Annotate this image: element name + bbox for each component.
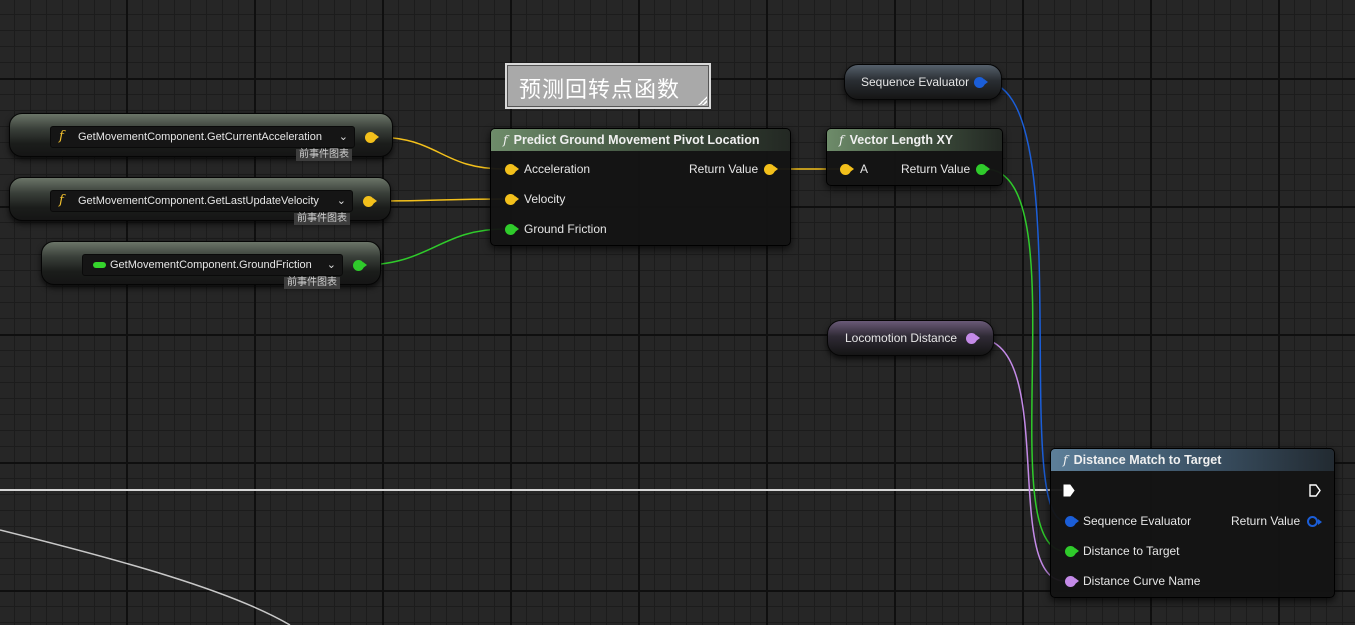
wire-acceleration: [374, 136, 506, 170]
distance-match-to-target-node[interactable]: f Distance Match to Target Sequence Evalu…: [1050, 448, 1335, 598]
return-pin-ground-friction[interactable]: [353, 260, 367, 271]
ground-friction-label: Ground Friction: [524, 222, 607, 236]
velocity-label: Velocity: [524, 192, 566, 206]
event-graph-tag: 前事件图表: [296, 149, 352, 161]
return-value-pin[interactable]: [1307, 516, 1322, 527]
distance-to-target-pin[interactable]: [1065, 546, 1079, 557]
wire-velocity: [372, 198, 506, 202]
a-pin[interactable]: [840, 164, 854, 175]
node-label: GetMovementComponent.GetLastUpdateVeloci…: [78, 195, 319, 207]
distance-to-target-label: Distance to Target: [1083, 544, 1180, 558]
event-graph-tag: 前事件图表: [284, 277, 340, 289]
function-icon: f: [59, 193, 64, 208]
sequence-evaluator-label: Sequence Evaluator: [1083, 514, 1192, 528]
node-header[interactable]: f Predict Ground Movement Pivot Location: [491, 129, 790, 151]
return-value-pin[interactable]: [764, 164, 778, 175]
get-current-acceleration-field[interactable]: f GetMovementComponent.GetCurrentAcceler…: [50, 126, 355, 148]
wire-sequence-evaluator: [983, 81, 1066, 522]
chevron-down-icon[interactable]: ⌄: [336, 195, 346, 207]
return-value-label: Return Value: [901, 162, 971, 176]
chevron-down-icon[interactable]: ⌄: [338, 131, 348, 143]
function-icon: f: [503, 132, 508, 147]
variable-label: Locomotion Distance: [845, 331, 958, 345]
function-icon: f: [1063, 452, 1068, 467]
node-title: Distance Match to Target: [1073, 453, 1222, 467]
node-header[interactable]: f Distance Match to Target: [1051, 449, 1334, 471]
distance-curve-name-pin[interactable]: [1065, 576, 1079, 587]
distance-curve-name-label: Distance Curve Name: [1083, 574, 1201, 588]
return-pin-acceleration[interactable]: [365, 132, 379, 143]
ground-friction-field[interactable]: GetMovementComponent.GroundFriction ⌄: [82, 254, 343, 276]
get-last-update-velocity-field[interactable]: f GetMovementComponent.GetLastUpdateVelo…: [50, 190, 353, 212]
node-header[interactable]: f Vector Length XY: [827, 129, 1002, 151]
return-value-pin[interactable]: [976, 164, 990, 175]
vector-length-xy-node[interactable]: f Vector Length XY A Return Value: [826, 128, 1003, 186]
sequence-evaluator-variable[interactable]: Sequence Evaluator: [844, 64, 1002, 100]
sequence-evaluator-input-pin[interactable]: [1065, 516, 1079, 527]
node-title: Predict Ground Movement Pivot Location: [513, 133, 760, 147]
node-label: GetMovementComponent.GetCurrentAccelerat…: [78, 131, 322, 143]
comment-box[interactable]: 预测回转点函数: [505, 63, 711, 109]
ground-friction-pin[interactable]: [505, 224, 519, 235]
resize-handle-icon[interactable]: [697, 95, 707, 105]
float-variable-icon: [93, 262, 106, 268]
acceleration-pin[interactable]: [505, 164, 519, 175]
node-title: Vector Length XY: [849, 133, 954, 147]
wire-distance-to-target: [984, 168, 1066, 552]
locomotion-distance-variable[interactable]: Locomotion Distance: [827, 320, 994, 356]
a-label: A: [860, 162, 869, 176]
exec-wire-curve: [0, 529, 291, 625]
sequence-evaluator-pin[interactable]: [974, 77, 988, 88]
comment-text: 预测回转点函数: [519, 77, 681, 102]
function-icon: f: [59, 129, 64, 144]
node-label: GetMovementComponent.GroundFriction: [110, 259, 312, 271]
velocity-pin[interactable]: [505, 194, 519, 205]
chevron-down-icon[interactable]: ⌄: [326, 259, 336, 271]
exec-input-pin-icon[interactable]: [1063, 484, 1075, 497]
get-current-acceleration-node[interactable]: f GetMovementComponent.GetCurrentAcceler…: [9, 113, 393, 161]
return-value-label: Return Value: [1231, 514, 1301, 528]
return-pin-velocity[interactable]: [363, 196, 377, 207]
variable-label: Sequence Evaluator: [861, 75, 970, 89]
return-value-label: Return Value: [689, 162, 759, 176]
locomotion-distance-pin[interactable]: [966, 333, 980, 344]
function-icon: f: [839, 132, 844, 147]
exec-output-pin-icon[interactable]: [1309, 484, 1321, 497]
get-last-update-velocity-node[interactable]: f GetMovementComponent.GetLastUpdateVelo…: [9, 177, 391, 225]
event-graph-tag: 前事件图表: [294, 213, 350, 225]
acceleration-label: Acceleration: [524, 162, 591, 176]
wire-ground-friction: [361, 228, 506, 266]
ground-friction-node[interactable]: GetMovementComponent.GroundFriction ⌄ 前事…: [41, 241, 381, 289]
wire-distance-curve-name: [975, 337, 1066, 582]
